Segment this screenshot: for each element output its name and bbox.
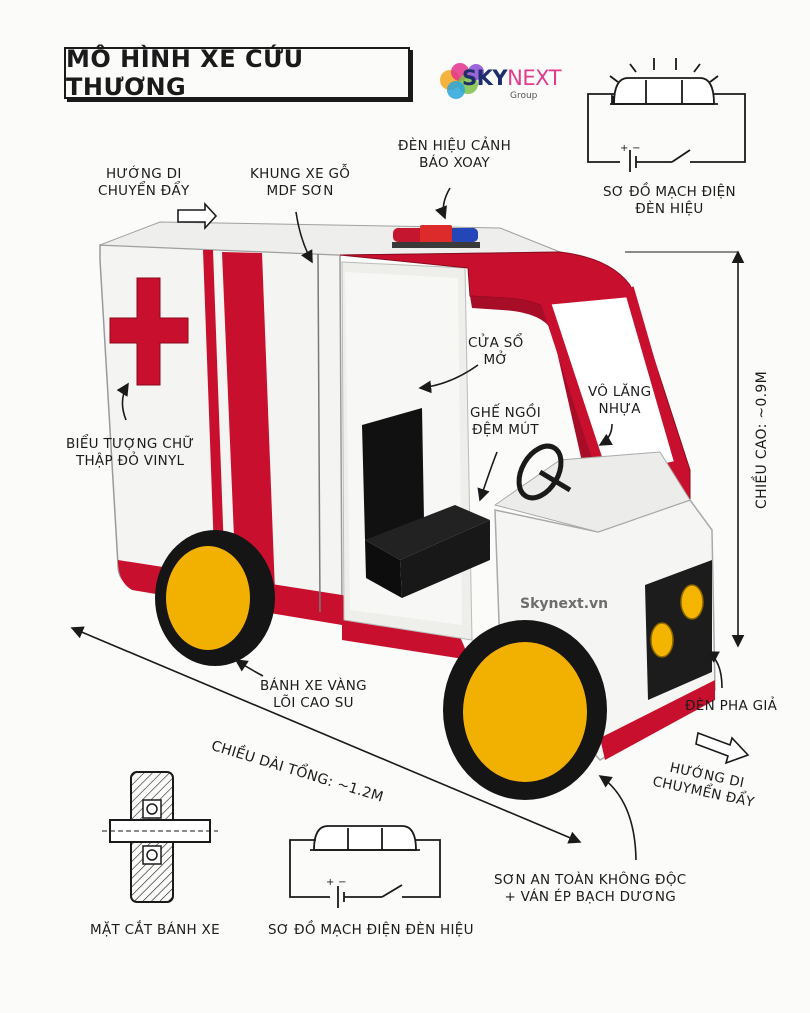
logo-group: Group	[510, 91, 538, 101]
wheel-section-label: MẶT CẮT BÁNH XE	[90, 922, 220, 938]
circuit-diagram-top-icon	[587, 58, 746, 172]
rear-wheel-icon	[155, 530, 275, 666]
front-wheel-icon	[443, 620, 607, 800]
page-title: MÔ HÌNH XE CỨU THƯƠNG	[64, 45, 410, 101]
vehicle-body	[99, 221, 716, 761]
battery-symbol-bottom: + −	[326, 877, 347, 888]
circuit-bottom-label: SƠ ĐỒ MẠCH ĐIỆN ĐÈN HIỆU	[268, 922, 474, 938]
height-label: CHIỀU CAO: ~0.9M	[754, 371, 770, 509]
push-direction-arrow-bottom-icon	[695, 731, 750, 765]
headlight-label: ĐÈN PHA GIẢ	[685, 698, 778, 714]
push-direction-arrow-top-icon	[177, 201, 218, 231]
paint-label: SƠN AN TOÀN KHÔNG ĐỘC+ VÁN ÉP BẠCH DƯƠNG	[494, 872, 687, 905]
battery-symbol-top: + −	[620, 143, 641, 154]
logo-wordmark: SKYNEXT	[462, 66, 561, 90]
watermark: Skynext.vn	[520, 596, 609, 612]
callout-arrows	[116, 187, 723, 861]
circuit-diagram-bottom-icon	[289, 825, 441, 908]
wheel-section-icon	[102, 771, 218, 903]
length-dimension-line	[70, 626, 582, 844]
skynext-logo-icon	[440, 63, 484, 99]
